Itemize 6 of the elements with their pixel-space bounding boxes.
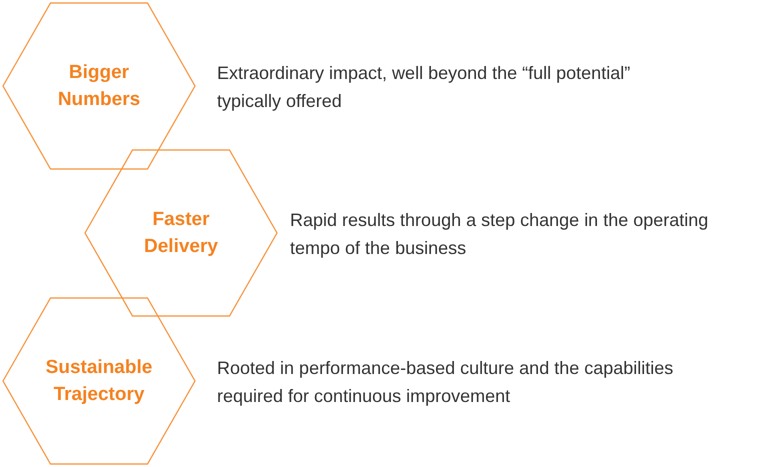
- hexagon-title: Bigger Numbers: [56, 61, 142, 112]
- description-text: Extraordinary impact, well beyond the “full potential” typically offered: [217, 62, 632, 113]
- hexagon-title: Sustainable Trajectory: [44, 356, 154, 407]
- hexagon-title: Faster Delivery: [143, 208, 219, 259]
- description-text: Rapid results through a step change in the operating tempo of the business: [290, 209, 710, 260]
- description-text: Rooted in performance-based culture and the capabilities required for continuous improvement: [217, 357, 674, 408]
